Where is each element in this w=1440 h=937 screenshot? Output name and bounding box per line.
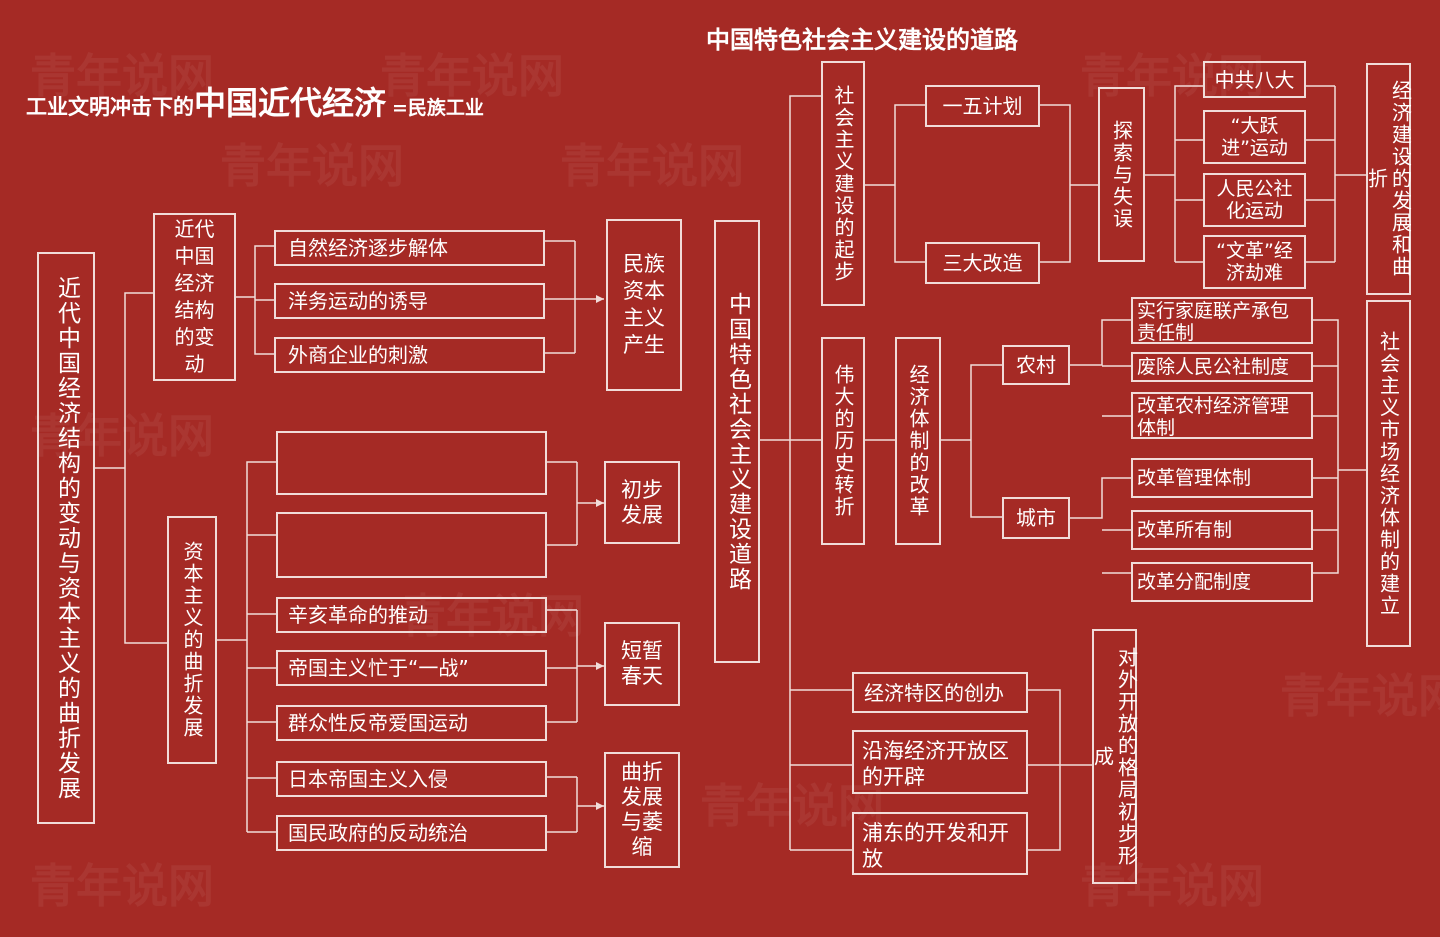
node-rural: 农村 (1002, 345, 1070, 385)
node-rural-3: 改革农村经济管理体制 (1131, 392, 1313, 439)
node-cause-b1-2 (276, 512, 547, 578)
node-result-b2: 短暂春天 (604, 622, 680, 706)
node-open: 对外开放的格局初步形成 (1091, 629, 1139, 884)
node-open-3: 浦东的开发和开放 (852, 812, 1028, 875)
left-title-suffix: =民族工业 (392, 97, 484, 119)
node-cause-b2-3: 群众性反帝爱国运动 (276, 705, 547, 741)
node-rural-2: 废除人民公社制度 (1131, 352, 1313, 382)
node-reform: 经济体制的改革 (895, 337, 941, 545)
node-open-1: 经济特区的创办 (852, 672, 1028, 713)
node-branch-a: 近代中国经济结构的变动 (153, 213, 236, 381)
node-cause-b3-2: 国民政府的反动统治 (276, 815, 547, 851)
node-explore-2: “大跃进”运动 (1203, 110, 1306, 164)
node-urban-1: 改革管理体制 (1131, 458, 1313, 498)
node-plan-1: 一五计划 (925, 85, 1040, 127)
node-market: 社会主义市场经济体制的建立 (1366, 300, 1411, 647)
node-right-root: 中国特色社会主义建设道路 (714, 220, 760, 663)
node-branch-b: 资本主义的曲折发展 (167, 516, 217, 764)
node-cause-b2-1: 辛亥革命的推动 (276, 597, 547, 633)
node-cause-a2: 洋务运动的诱导 (274, 283, 545, 319)
node-open-2: 沿海经济开放区的开辟 (852, 730, 1028, 794)
node-result-b1: 初步发展 (604, 461, 680, 544)
node-rural-1: 实行家庭联产承包责任制 (1131, 297, 1313, 344)
node-explore-1: 中共八大 (1203, 61, 1306, 98)
node-explore: 探索与失误 (1098, 87, 1145, 262)
node-plan-2: 三大改造 (925, 242, 1040, 284)
node-cause-b1-1 (276, 431, 547, 495)
node-start: 社会主义建设的起步 (821, 61, 865, 306)
left-title-prefix: 工业文明冲击下的 (26, 95, 194, 119)
node-explore-3: 人民公社化运动 (1203, 173, 1306, 227)
node-result-a: 民族资本主义产生 (606, 219, 682, 391)
right-title: 中国特色社会主义建设的道路 (706, 26, 1018, 54)
left-title: 工业文明冲击下的中国近代经济=民族工业 (26, 78, 484, 124)
node-cause-a3: 外商企业的刺激 (274, 337, 545, 373)
node-cause-b3-1: 日本帝国主义入侵 (276, 761, 547, 797)
node-cause-b2-2: 帝国主义忙于“一战” (276, 650, 547, 686)
node-cause-a1: 自然经济逐步解体 (274, 230, 545, 266)
node-urban-3: 改革分配制度 (1131, 562, 1313, 602)
node-explore-4: “文革”经济劫难 (1203, 235, 1306, 289)
node-left-root: 近代中国经济结构的变动与资本主义的曲折发展 (37, 252, 95, 824)
node-urban-2: 改革所有制 (1131, 510, 1313, 550)
node-urban: 城市 (1002, 497, 1070, 539)
left-title-main: 中国近代经济 (194, 84, 387, 122)
node-result-b3: 曲折发展与萎缩 (604, 752, 680, 868)
node-dev: 经济建设的发展和曲折 (1365, 63, 1413, 295)
node-turn: 伟大的历史转折 (821, 337, 865, 545)
